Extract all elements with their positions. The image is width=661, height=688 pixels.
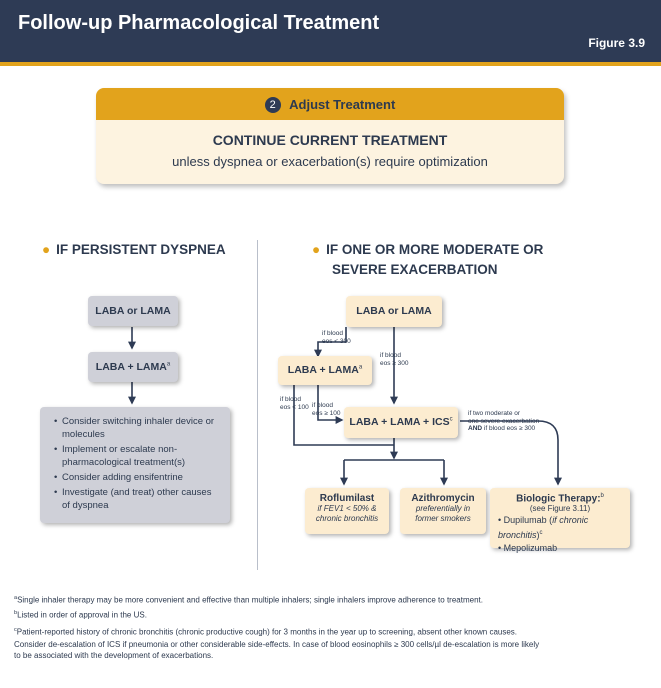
- step-number-badge: 2: [264, 97, 281, 113]
- considerations-list: Consider switching inhaler device or mol…: [40, 407, 230, 512]
- label-eos-ge-100-a: if blood: [312, 402, 333, 409]
- dyspnea-heading: ● IF PERSISTENT DYSPNEA: [42, 240, 226, 260]
- biologic-list: Dupilumab (if chronic bronchitis)c Mepol…: [490, 514, 630, 555]
- label-eos-ge-100-b: eos ≥ 100: [312, 409, 341, 417]
- exac-box1-label: LABA or LAMA: [356, 305, 432, 317]
- exac-box2-sup: a: [358, 364, 363, 371]
- footnote-c: cPatient-reported history of chronic bro…: [14, 625, 517, 638]
- bullet-icon: ●: [312, 242, 321, 257]
- exacerbation-heading-line2: SEVERE EXACERBATION: [332, 262, 498, 277]
- roflumilast-sub2: chronic bronchitis: [315, 514, 379, 523]
- adjust-treatment-bar: 2 Adjust Treatment: [96, 88, 564, 120]
- biologic-title-text: Biologic Therapy:: [516, 493, 601, 505]
- dyspnea-box1-label: LABA or LAMA: [95, 305, 171, 317]
- list-item: Mepolizumab: [498, 542, 630, 555]
- dyspnea-box2-sup: a: [166, 361, 171, 368]
- footnote-b-marker: b: [14, 610, 18, 616]
- footnote-b-text: Listed in order of approval in the US.: [17, 610, 147, 620]
- azithromycin-sub2: former smokers: [415, 514, 471, 523]
- adjust-treatment-label: Adjust Treatment: [289, 97, 396, 112]
- adjust-treatment-box: 2 Adjust Treatment CONTINUE CURRENT TREA…: [96, 88, 564, 184]
- label-eos-lt-300: if blood eos < 300: [322, 330, 351, 345]
- exac-box3-sup: c: [449, 416, 453, 423]
- dyspnea-box2-label: LABA + LAMA: [95, 361, 167, 373]
- footnote-b: bListed in order of approval in the US.: [14, 608, 147, 621]
- dyspnea-heading-text: IF PERSISTENT DYSPNEA: [56, 242, 226, 257]
- label-two-mod-b: one severe exacerbation: [468, 417, 540, 425]
- header-rule: [0, 62, 661, 66]
- bullet-icon: ●: [42, 242, 51, 257]
- footnote-d: Consider de-escalation of ICS if pneumon…: [14, 639, 539, 661]
- column-divider: [257, 240, 258, 570]
- exac-box2-label: LABA + LAMA: [287, 364, 359, 376]
- footnote-a: aSingle inhaler therapy may be more conv…: [14, 593, 483, 606]
- dupilumab-text: Dupilumab (: [503, 515, 553, 526]
- list-item: Dupilumab (if chronic bronchitis)c: [498, 514, 630, 542]
- roflumilast-sub1: if FEV1 < 50% &: [317, 504, 377, 513]
- label-eos-ge-300-a: if blood: [380, 352, 401, 359]
- dyspnea-considerations-box: Consider switching inhaler device or mol…: [40, 407, 230, 523]
- footnote-c-text: Patient-reported history of chronic bron…: [16, 627, 518, 637]
- exac-box3-label: LABA + LAMA + ICS: [349, 416, 450, 428]
- biologic-title-sup: b: [600, 493, 604, 499]
- page-title: Follow-up Pharmacological Treatment: [18, 12, 380, 34]
- label-eos-lt-300-b: eos < 300: [322, 337, 351, 345]
- exac-laba-or-lama-box: LABA or LAMA: [346, 296, 442, 327]
- list-item: Consider switching inhaler device or mol…: [54, 415, 220, 441]
- footnote-a-marker: a: [14, 595, 18, 601]
- azithromycin-sub1: preferentially in: [415, 504, 471, 513]
- biologic-see-figure: (see Figure 3.11): [529, 504, 591, 514]
- footnote-a-text: Single inhaler therapy may be more conve…: [17, 595, 483, 605]
- exacerbation-heading-line1: IF ONE OR MORE MODERATE OR: [326, 242, 544, 257]
- azithromycin-box: Azithromycin preferentially in former sm…: [400, 488, 486, 534]
- list-item: Investigate (and treat) other causes of …: [54, 486, 220, 512]
- header-banner: Follow-up Pharmacological Treatment Figu…: [0, 0, 661, 62]
- label-eos-lt-100-a: if blood: [280, 396, 301, 403]
- biologic-title: Biologic Therapy:b: [490, 488, 630, 504]
- footnote-d-line2: to be associated with the development of…: [14, 651, 214, 660]
- label-two-mod-c: if blood eos ≥ 300: [483, 425, 536, 432]
- exac-laba-lama-box: LABA + LAMAa: [278, 356, 372, 385]
- dupilumab-close: ): [536, 530, 540, 541]
- dyspnea-laba-or-lama-box: LABA or LAMA: [88, 296, 178, 326]
- label-two-moderate: if two moderate or one severe exacerbati…: [468, 410, 539, 433]
- label-eos-lt-100-b: eos < 100: [280, 403, 309, 411]
- roflumilast-title: Roflumilast: [319, 493, 375, 504]
- azithromycin-title: Azithromycin: [411, 493, 475, 504]
- label-eos-lt-100: if blood eos < 100: [280, 396, 309, 411]
- list-item: Consider adding ensifentrine: [54, 471, 220, 484]
- footnote-c-marker: c: [14, 627, 17, 633]
- label-eos-ge-300-b: eos ≥ 300: [380, 359, 409, 367]
- footnote-d-line1: Consider de-escalation of ICS if pneumon…: [14, 640, 540, 649]
- figure-number: Figure 3.9: [588, 36, 645, 50]
- roflumilast-box: Roflumilast if FEV1 < 50% & chronic bron…: [305, 488, 389, 534]
- list-item: Implement or escalate non-pharmacologica…: [54, 443, 220, 469]
- label-two-mod-and: AND: [468, 425, 483, 432]
- dupilumab-condition: if chronic bronchitis: [498, 515, 589, 541]
- exac-triple-therapy-box: LABA + LAMA + ICSc: [344, 407, 458, 438]
- optimization-text: unless dyspnea or exacerbation(s) requir…: [172, 154, 488, 169]
- label-eos-lt-300-a: if blood: [322, 330, 343, 337]
- biologic-therapy-box: Biologic Therapy:b (see Figure 3.11) Dup…: [490, 488, 630, 553]
- continue-treatment-text: CONTINUE CURRENT TREATMENT: [212, 132, 448, 148]
- label-eos-ge-100: if blood eos ≥ 100: [312, 402, 341, 417]
- dupilumab-sup: c: [539, 530, 543, 537]
- label-two-mod-a: if two moderate or: [468, 410, 521, 417]
- exacerbation-heading: ● IF ONE OR MORE MODERATE OR SEVERE EXACE…: [312, 240, 543, 280]
- label-eos-ge-300: if blood eos ≥ 300: [380, 352, 409, 367]
- dyspnea-laba-lama-box: LABA + LAMAa: [88, 352, 178, 382]
